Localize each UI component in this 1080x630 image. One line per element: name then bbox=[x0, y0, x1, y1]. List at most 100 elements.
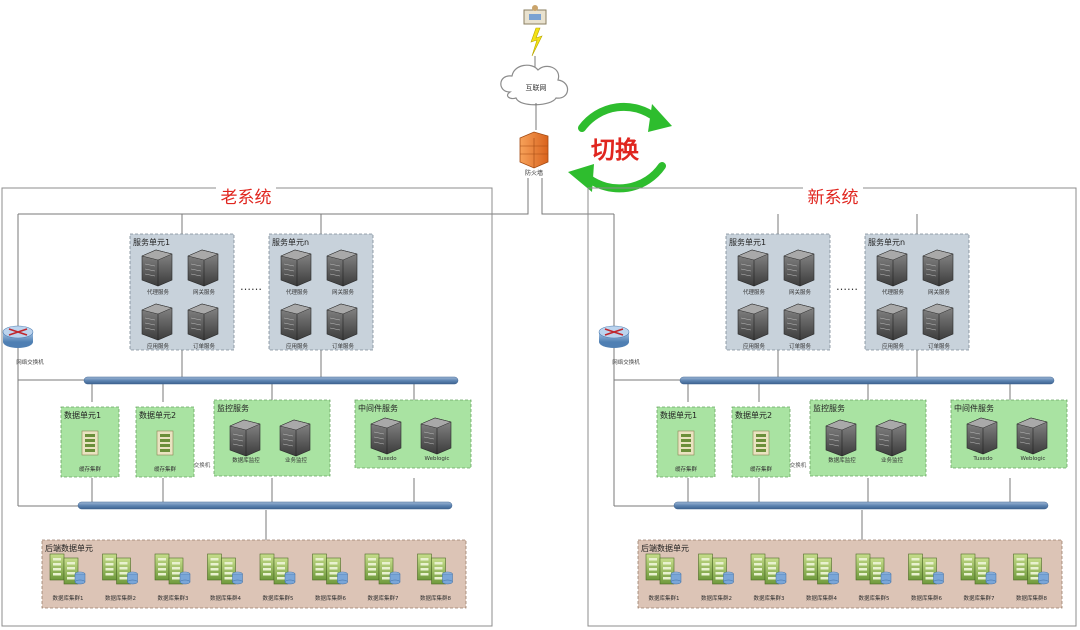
server-label: Weblogic bbox=[425, 456, 450, 462]
middleware-service: 中间件服务 Tuxedo Weblogic bbox=[354, 399, 472, 469]
server-label: 应用服务 bbox=[743, 342, 766, 350]
database-cluster-label: 数据库集群6 bbox=[315, 594, 347, 602]
server-label: 代理服务 bbox=[743, 288, 766, 296]
database-cluster-icon bbox=[49, 553, 86, 585]
service-unit-label: 服务单元n bbox=[868, 237, 905, 247]
server-icon bbox=[737, 303, 769, 341]
database-cluster-icon bbox=[1013, 553, 1049, 585]
server-label: 网关服务 bbox=[928, 288, 951, 296]
server-icon bbox=[326, 303, 358, 341]
middleware-label: 中间件服务 bbox=[358, 403, 398, 413]
server-label: 业务监控 bbox=[881, 456, 904, 464]
side-note: 交换机 bbox=[790, 461, 807, 469]
ellipsis: …… bbox=[836, 280, 858, 293]
database-cluster-label: 数据库集群4 bbox=[210, 594, 242, 602]
server-label: 业务监控 bbox=[285, 456, 308, 464]
server-icon bbox=[187, 303, 219, 341]
database-cluster-label: 数据库集群8 bbox=[1016, 594, 1048, 602]
server-icon bbox=[783, 249, 815, 287]
server-icon bbox=[370, 417, 402, 455]
network-bus-bottom bbox=[77, 501, 453, 510]
server-icon bbox=[280, 249, 312, 287]
service-unit-label: 服务单元1 bbox=[133, 237, 170, 247]
server-label: 网关服务 bbox=[332, 288, 355, 296]
database-cluster-icon bbox=[312, 553, 348, 585]
service-unit-label: 服务单元1 bbox=[729, 237, 766, 247]
database-cluster-label: 数据库集群1 bbox=[53, 594, 84, 602]
cache-cluster-label: 缓存集群 bbox=[79, 465, 102, 473]
internet-label: 互联网 bbox=[526, 83, 547, 92]
network-bus-top bbox=[679, 376, 1055, 385]
server-icon bbox=[737, 249, 769, 287]
network-switch-icon bbox=[2, 325, 34, 348]
server-icon bbox=[876, 303, 908, 341]
monitor-label: 监控服务 bbox=[217, 403, 249, 413]
switch-label: 网络交换机 bbox=[16, 358, 44, 366]
database-cluster-icon bbox=[645, 553, 682, 585]
server-label: 代理服务 bbox=[147, 288, 170, 296]
server-label: 代理服务 bbox=[882, 288, 905, 296]
side-note: 交换机 bbox=[194, 461, 211, 469]
service-unit-1: 服务单元1代理服务网关服务应用服务订单服务 bbox=[129, 233, 235, 351]
server-icon bbox=[875, 419, 907, 457]
network-bus-bottom bbox=[673, 501, 1049, 510]
server-label: 订单服务 bbox=[789, 342, 812, 350]
server-label: 订单服务 bbox=[332, 342, 355, 350]
database-cluster-icon bbox=[207, 553, 243, 585]
network-switch-icon bbox=[598, 325, 630, 348]
data-unit-label: 数据单元2 bbox=[139, 410, 176, 420]
server-icon bbox=[229, 419, 261, 457]
database-cluster-label: 数据库集群6 bbox=[911, 594, 943, 602]
cache-cluster-label: 缓存集群 bbox=[675, 465, 698, 473]
service-unit-2: 服务单元n代理服务网关服务应用服务订单服务 bbox=[268, 233, 374, 351]
server-label: Tuxedo bbox=[972, 456, 993, 462]
database-cluster-label: 数据库集群5 bbox=[859, 594, 891, 602]
server-label: 应用服务 bbox=[147, 342, 170, 350]
server-label: 代理服务 bbox=[286, 288, 309, 296]
top-area: 互联网 防火墙 切换 bbox=[18, 5, 672, 215]
server-label: 网关服务 bbox=[193, 288, 216, 296]
middleware-label: 中间件服务 bbox=[954, 403, 994, 413]
ellipsis: …… bbox=[240, 280, 262, 293]
server-icon bbox=[922, 303, 954, 341]
server-icon bbox=[280, 303, 312, 341]
server-label: 应用服务 bbox=[882, 342, 905, 350]
server-label: 数据库监控 bbox=[232, 456, 260, 464]
database-cluster-icon bbox=[259, 553, 296, 585]
server-label: 应用服务 bbox=[286, 342, 309, 350]
network-bus-top bbox=[83, 376, 459, 385]
server-label: Tuxedo bbox=[376, 456, 397, 462]
server-label: 数据库监控 bbox=[828, 456, 856, 464]
database-cluster-label: 数据库集群5 bbox=[263, 594, 295, 602]
database-cluster-icon bbox=[750, 553, 787, 585]
switch-text: 切换 bbox=[591, 136, 640, 164]
cache-server-icon bbox=[677, 430, 695, 456]
cache-server-icon bbox=[752, 430, 770, 456]
server-icon bbox=[966, 417, 998, 455]
backend-label: 后端数据单元 bbox=[641, 543, 689, 553]
server-label: 订单服务 bbox=[928, 342, 951, 350]
database-cluster-label: 数据库集群2 bbox=[701, 594, 732, 602]
old-system: 老系统网络交换机服务单元1代理服务网关服务应用服务订单服务服务单元n代理服务网关… bbox=[1, 182, 493, 627]
internet-cloud-icon bbox=[500, 64, 569, 106]
data-unit-label: 数据单元2 bbox=[735, 410, 772, 420]
new-system: 新系统网络交换机服务单元1代理服务网关服务应用服务订单服务服务单元n代理服务网关… bbox=[587, 182, 1077, 627]
database-cluster-label: 数据库集群3 bbox=[158, 594, 190, 602]
database-cluster-label: 数据库集群8 bbox=[420, 594, 452, 602]
server-label: Weblogic bbox=[1021, 456, 1046, 462]
server-icon bbox=[141, 303, 173, 341]
database-cluster-icon bbox=[855, 553, 892, 585]
database-cluster-icon bbox=[908, 553, 944, 585]
server-icon bbox=[922, 249, 954, 287]
database-cluster-label: 数据库集群3 bbox=[754, 594, 786, 602]
middleware-service: 中间件服务 Tuxedo Weblogic bbox=[950, 399, 1068, 469]
server-icon bbox=[825, 419, 857, 457]
monitor-service: 监控服务数据库监控业务监控 bbox=[809, 399, 927, 477]
database-cluster-label: 数据库集群7 bbox=[368, 594, 400, 602]
cache-cluster-label: 缓存集群 bbox=[154, 465, 177, 473]
